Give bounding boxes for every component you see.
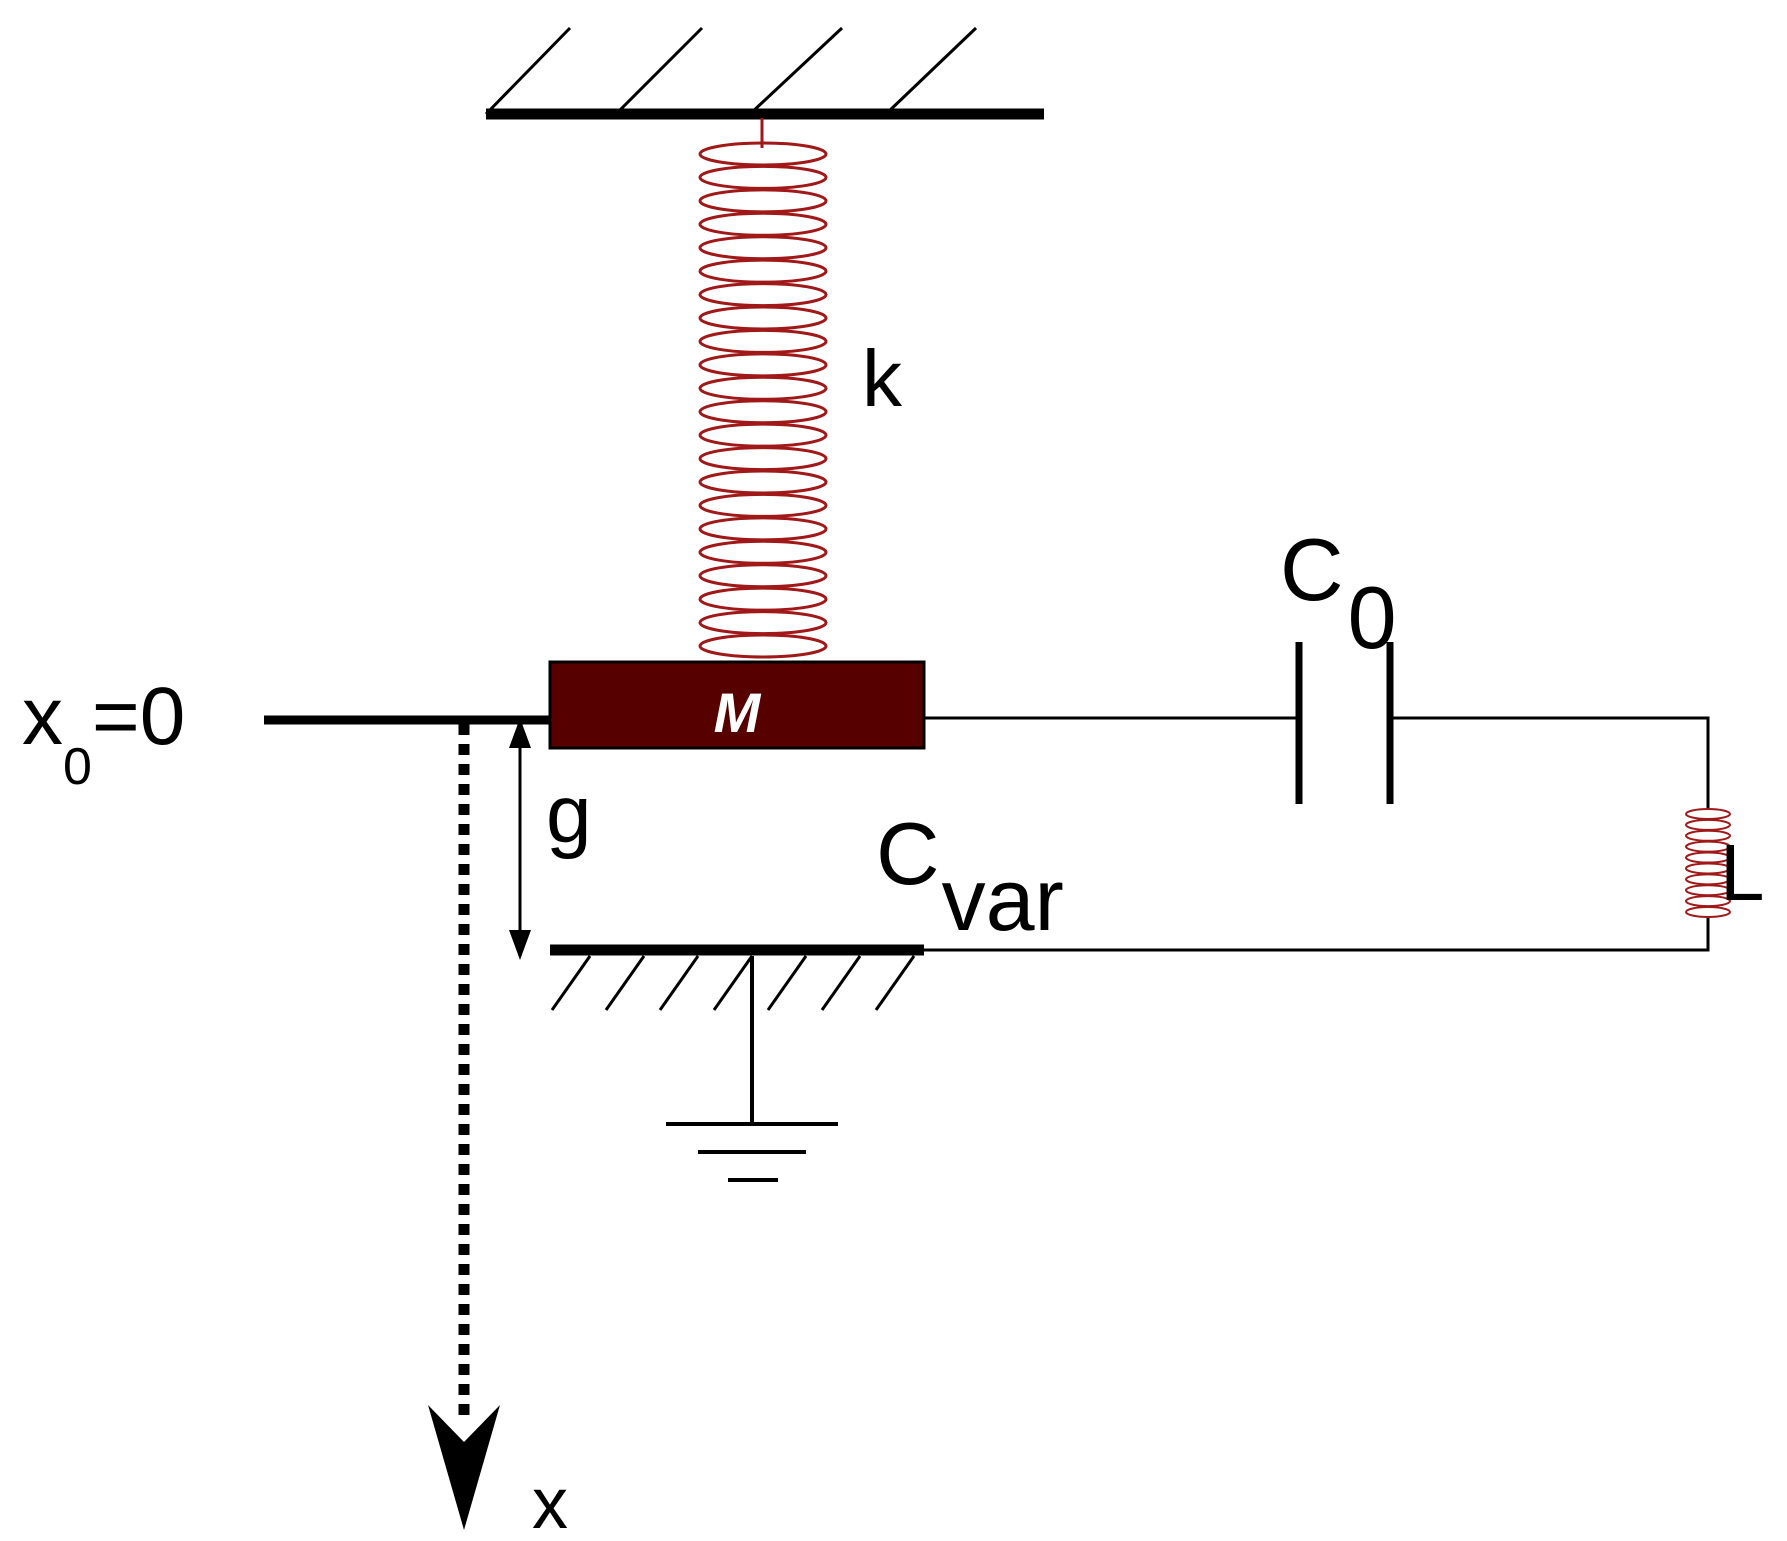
spring-coil xyxy=(698,188,828,214)
spring-coil xyxy=(698,539,828,565)
variable-capacitor-label: Cvar xyxy=(876,804,1064,949)
ground-icon xyxy=(666,956,838,1182)
spring-coil xyxy=(698,211,828,237)
circuit-wires xyxy=(924,716,1710,952)
spring-coil xyxy=(698,375,828,401)
gap-label: g xyxy=(546,769,592,860)
spring-coil xyxy=(698,422,828,448)
spring-coil xyxy=(698,328,828,354)
spring-coil xyxy=(698,446,828,472)
spring-coil xyxy=(698,633,828,659)
gap-arrow xyxy=(509,718,531,960)
spring xyxy=(698,118,828,659)
spring-coil xyxy=(698,492,828,518)
inductor-icon xyxy=(1685,808,1731,918)
spring-coil xyxy=(698,563,828,589)
ceiling-support xyxy=(484,26,1044,120)
x-axis-label: x xyxy=(532,1464,568,1541)
bottom-plate-hatch xyxy=(550,955,916,1011)
spring-label: k xyxy=(862,334,903,423)
spring-coil xyxy=(698,352,828,378)
spring-coil xyxy=(698,235,828,261)
spring-coil xyxy=(698,258,828,284)
spring-coil xyxy=(698,516,828,542)
x-axis-arrow xyxy=(428,724,500,1530)
fixed-capacitor-label: C0 xyxy=(1280,520,1397,667)
bottom-plate xyxy=(550,944,924,1011)
spring-coils xyxy=(698,141,828,659)
spring-coil xyxy=(698,469,828,495)
spring-coil xyxy=(698,305,828,331)
fixed-capacitor xyxy=(1295,642,1394,804)
spring-coil xyxy=(698,399,828,425)
spring-coil xyxy=(698,282,828,308)
inductor-label: L xyxy=(1720,828,1765,917)
spring-coil xyxy=(698,610,828,636)
spring-coil xyxy=(698,164,828,190)
mass-label: M xyxy=(714,681,762,744)
mass-block xyxy=(548,660,926,750)
origin-label: x0=0 xyxy=(22,671,185,796)
ceiling-hatch xyxy=(484,26,978,116)
inductor-coil xyxy=(1685,808,1731,820)
spring-coil xyxy=(698,586,828,612)
inductor-coil xyxy=(1685,906,1731,918)
